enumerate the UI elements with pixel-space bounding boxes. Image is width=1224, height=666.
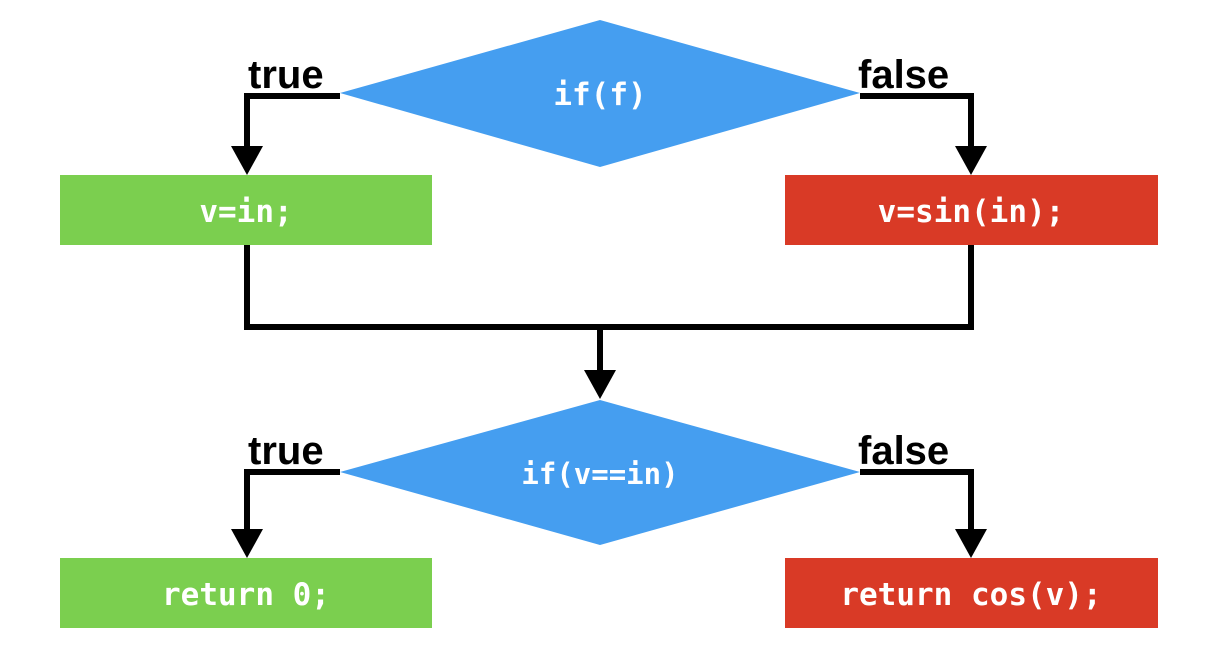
decision-if-f-label: if(f) xyxy=(553,77,646,113)
process-return-0-label: return 0; xyxy=(162,577,330,613)
edge-merge-to-second-decision xyxy=(244,245,974,399)
edge-label-top-false: false xyxy=(858,53,949,97)
process-return-cos-v-label: return cos(v); xyxy=(840,577,1101,613)
process-v-in-label: v=in; xyxy=(199,194,292,230)
edge-if-v-true-arrowhead xyxy=(231,529,263,558)
node-process-return-cos-v[interactable]: return cos(v); xyxy=(785,558,1158,628)
edge-label-bottom-true: true xyxy=(248,429,324,473)
edge-if-f-false-line xyxy=(860,93,974,158)
node-process-return-0[interactable]: return 0; xyxy=(60,558,432,628)
rect-shape-v-in xyxy=(60,175,432,245)
rect-shape-v-sin-in xyxy=(785,175,1158,245)
edge-if-v-false: false xyxy=(858,429,987,558)
diamond-shape-if-v-eq-in xyxy=(340,400,860,545)
node-process-v-in[interactable]: v=in; xyxy=(60,175,432,245)
decision-if-v-eq-in-label: if(v==in) xyxy=(521,457,678,491)
node-process-v-sin-in[interactable]: v=sin(in); xyxy=(785,175,1158,245)
edge-if-v-true-line xyxy=(244,469,340,541)
rect-shape-return-cos-v xyxy=(785,558,1158,628)
edge-if-f-false: false xyxy=(858,53,987,175)
diamond-shape-if-f xyxy=(340,20,860,167)
edge-if-f-false-arrowhead xyxy=(955,146,987,175)
edge-label-bottom-false: false xyxy=(858,429,949,473)
edge-if-f-true-arrowhead xyxy=(231,146,263,175)
process-v-sin-in-label: v=sin(in); xyxy=(878,194,1065,230)
node-decision-if-v-eq-in[interactable]: if(v==in) xyxy=(340,400,860,545)
edge-if-v-true: true xyxy=(231,429,340,558)
edge-label-top-true: true xyxy=(248,53,324,97)
edge-if-f-true: true xyxy=(231,53,340,175)
edge-if-v-false-arrowhead xyxy=(955,529,987,558)
edge-if-f-true-line xyxy=(244,93,340,158)
node-decision-if-f[interactable]: if(f) xyxy=(340,20,860,167)
rect-shape-return-0 xyxy=(60,558,432,628)
merge-arrowhead xyxy=(584,370,616,399)
merge-bus-line xyxy=(244,245,974,330)
edge-if-v-false-line xyxy=(860,469,974,541)
